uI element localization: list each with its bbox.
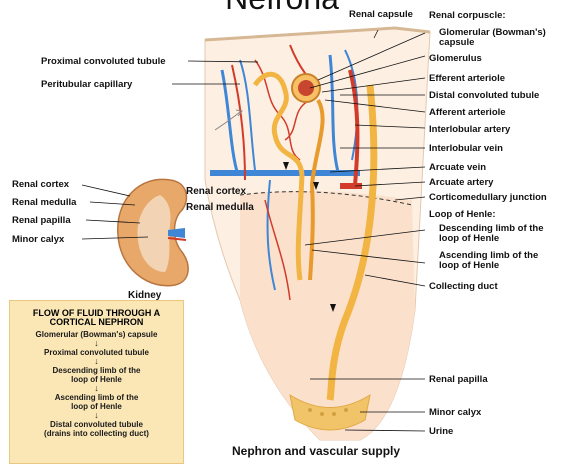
label-renal-medulla: Renal medulla: [12, 198, 76, 208]
down-arrow-icon: ↓: [10, 411, 183, 420]
label-collecting-duct: Collecting duct: [429, 282, 498, 292]
label-glomerular-capsule-2: capsule: [439, 38, 474, 48]
label-minor-calyx-left: Minor calyx: [12, 235, 64, 245]
label-minor-calyx: Minor calyx: [429, 408, 481, 418]
label-distal-convoluted-tubule: Distal convoluted tubule: [429, 91, 539, 101]
down-arrow-icon: ↓: [10, 384, 183, 393]
label-peritubular-capillary: Peritubular capillary: [41, 80, 132, 90]
label-ascending-limb-2: loop of Henle: [439, 261, 499, 271]
label-descending-limb-2: loop of Henle: [439, 234, 499, 244]
label-arcuate-artery: Arcuate artery: [429, 178, 493, 188]
label-renal-medulla-mid: Renal medulla: [186, 203, 254, 213]
label-renal-corpuscle: Renal corpuscle:: [429, 11, 506, 21]
label-efferent-arteriole: Efferent arteriole: [429, 74, 505, 84]
down-arrow-icon: ↓: [10, 339, 183, 348]
label-loop-of-henle: Loop of Henle:: [429, 210, 496, 220]
label-interlobular-artery: Interlobular artery: [429, 125, 510, 135]
label-afferent-arteriole: Afferent arteriole: [429, 108, 506, 118]
label-proximal-convoluted-tubule: Proximal convoluted tubule: [41, 57, 166, 67]
label-renal-cortex: Renal cortex: [12, 180, 69, 190]
label-renal-capsule: Renal capsule: [349, 10, 413, 20]
label-renal-cortex-mid: Renal cortex: [186, 187, 246, 197]
label-renal-papilla-left: Renal papilla: [12, 216, 71, 226]
flow-box: FLOW OF FLUID THROUGH A CORTICAL NEPHRON…: [9, 300, 184, 464]
label-corticomedullary-junction: Corticomedullary junction: [429, 193, 547, 203]
flow-step-4: Ascending limb of the: [10, 393, 183, 402]
bottom-caption: Nephron and vascular supply: [232, 444, 400, 458]
label-glomerulus: Glomerulus: [429, 54, 482, 64]
label-urine: Urine: [429, 427, 453, 437]
flow-step-5b: (drains into collecting duct): [10, 429, 183, 438]
label-arcuate-vein: Arcuate vein: [429, 163, 486, 173]
label-renal-papilla: Renal papilla: [429, 375, 488, 385]
label-interlobular-vein: Interlobular vein: [429, 144, 503, 154]
down-arrow-icon: ↓: [10, 357, 183, 366]
flow-step-3: Descending limb of the: [10, 366, 183, 375]
flow-box-title-2: CORTICAL NEPHRON: [10, 318, 183, 327]
flow-step-5: Distal convoluted tubule: [10, 420, 183, 429]
